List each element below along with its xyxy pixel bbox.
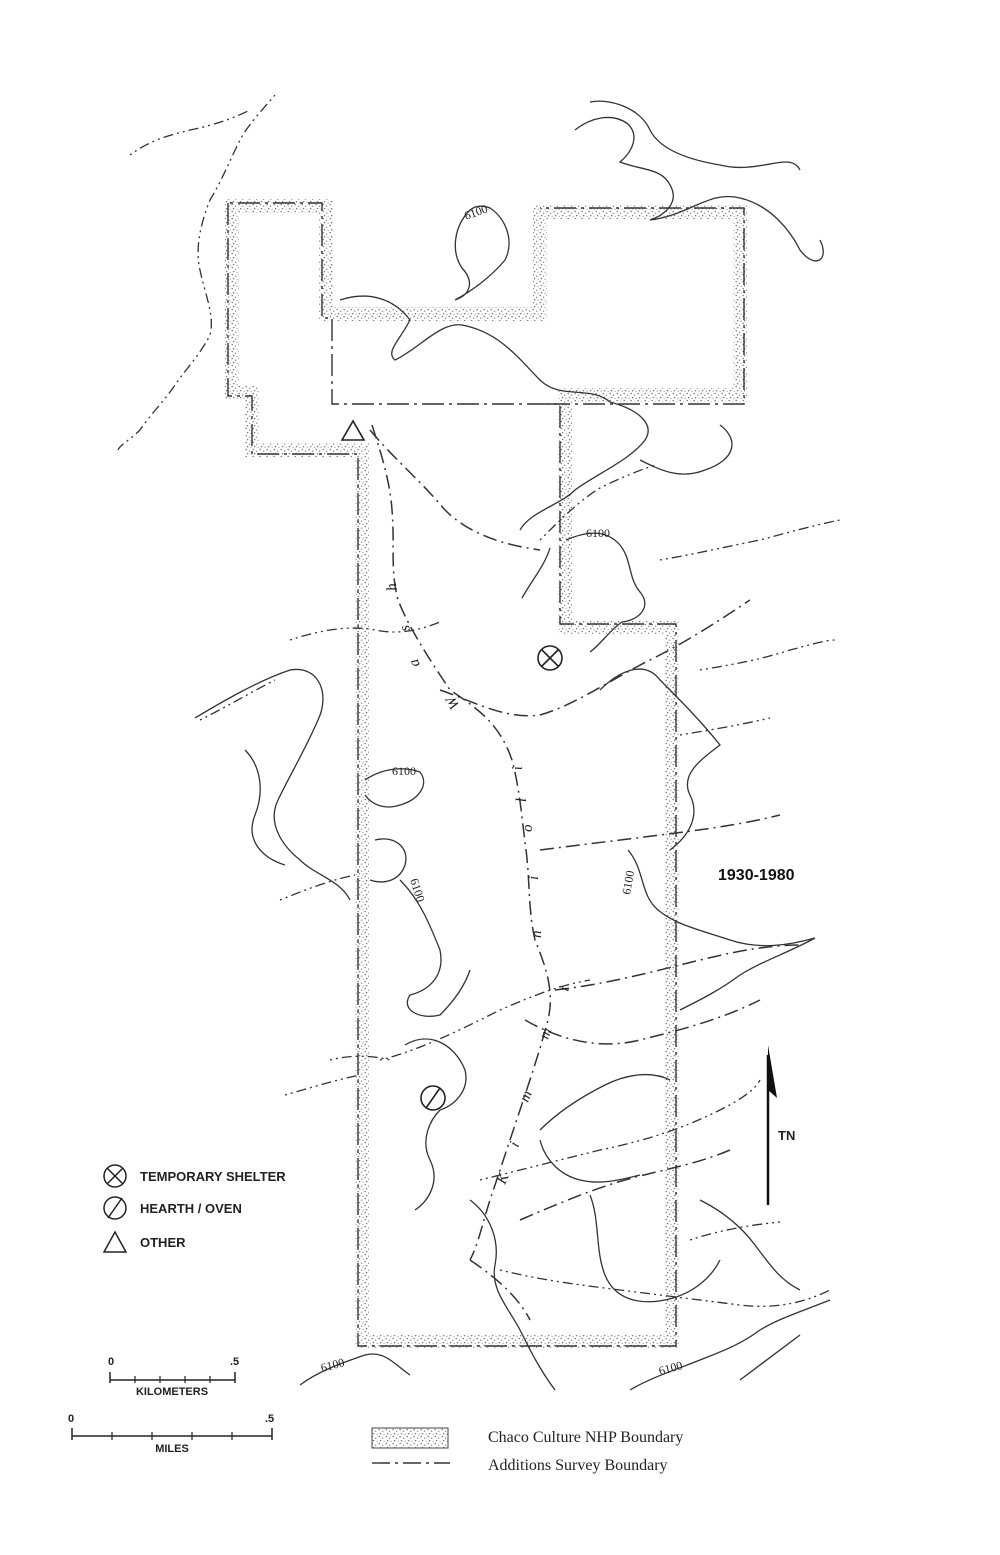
roads-trails — [117, 94, 841, 1307]
contour-label: 6100 — [392, 764, 416, 778]
legend-symbols: TEMPORARY SHELTER HEARTH / OVEN OTHER — [102, 1164, 286, 1253]
contour-lines — [194, 100, 831, 1391]
scale-start: 0 — [68, 1413, 74, 1425]
period-label: 1930-1980 — [718, 867, 795, 884]
scale-label: MILES — [155, 1443, 189, 1455]
wash-letter: i — [507, 1140, 523, 1150]
wash-letter: s — [397, 623, 414, 633]
park-boundary — [225, 199, 747, 1349]
kimmenioli-wash — [369, 424, 801, 1321]
circle-x-icon — [537, 645, 563, 671]
contour-labels: 6100 6100 6100 6100 6100 6100 6100 — [319, 201, 684, 1377]
wash-letter: o — [520, 824, 536, 832]
boundary-label: Additions Survey Boundary — [488, 1457, 668, 1474]
wash-letter: a — [406, 657, 424, 670]
wash-letter: i — [556, 985, 573, 993]
legend-label: TEMPORARY SHELTER — [140, 1169, 286, 1184]
survey-boundary — [227, 202, 745, 1347]
boundary-legend: Chaco Culture NHP Boundary Additions Sur… — [371, 1427, 683, 1474]
scale-end: .5 — [265, 1413, 274, 1425]
contour-label: 6100 — [462, 201, 489, 222]
wash-letter: n — [529, 931, 545, 939]
wash-letter: W — [443, 692, 464, 712]
wash-letter: h — [384, 582, 401, 592]
site-symbols — [340, 419, 563, 1111]
scale-start: 0 — [108, 1356, 114, 1368]
scale-end: .5 — [230, 1356, 239, 1368]
legend-label: OTHER — [140, 1235, 186, 1250]
circle-slash-icon — [420, 1085, 446, 1111]
contour-label: 6100 — [319, 1355, 346, 1375]
north-arrow: TN — [766, 1045, 795, 1205]
wash-letter: l — [514, 798, 530, 803]
triangle-icon — [102, 1230, 128, 1253]
contour-label: 6100 — [586, 526, 610, 540]
wash-letter: K — [493, 1170, 512, 1187]
scale-bar-miles: 0 .5 MILES — [68, 1413, 274, 1455]
boundary-label: Chaco Culture NHP Boundary — [488, 1429, 683, 1446]
circle-slash-icon — [103, 1196, 127, 1220]
wash-letter: m — [517, 1088, 536, 1104]
contour-label: 6100 — [619, 869, 637, 895]
contour-label: 6100 — [657, 1358, 684, 1378]
scale-label: KILOMETERS — [136, 1386, 208, 1398]
wash-letter: i — [526, 876, 542, 880]
scale-bar-kilometers: 0 .5 KILOMETERS — [108, 1356, 239, 1398]
contour-label: 6100 — [407, 877, 428, 904]
wash-letter: i — [510, 765, 526, 771]
stipple-swatch — [371, 1427, 449, 1449]
north-label: TN — [778, 1128, 795, 1143]
wash-letter: m — [537, 1026, 556, 1042]
legend-label: HEARTH / OVEN — [140, 1201, 242, 1216]
circle-x-icon — [103, 1164, 127, 1188]
triangle-icon — [340, 419, 366, 441]
